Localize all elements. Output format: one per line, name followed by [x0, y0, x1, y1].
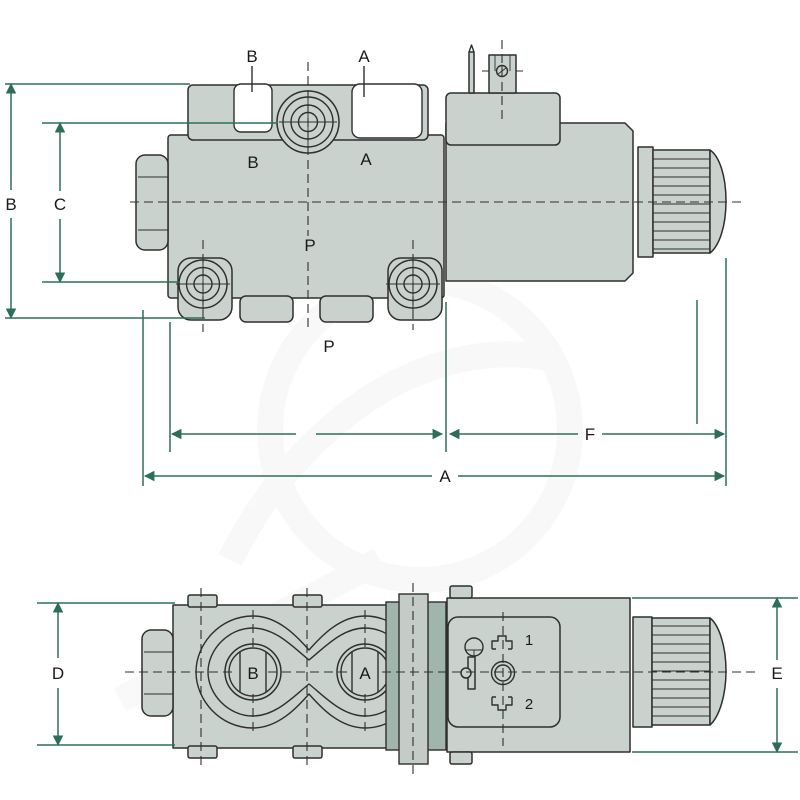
dimensions-top-view: B C F A	[5, 82, 727, 486]
label-terminal-1: 1	[525, 632, 533, 649]
connector-pin	[468, 51, 475, 94]
label-face-a: A	[360, 150, 372, 169]
terminal-2-symbol	[491, 696, 513, 711]
solenoid-plan: 1 2	[446, 585, 727, 765]
bottom-view: 1 2 B A D	[37, 583, 798, 778]
dim-label-F: F	[585, 425, 595, 444]
ribbed-knob-plan	[651, 617, 727, 726]
centerlines-bottom-view	[125, 583, 755, 778]
dim-label-D: D	[52, 664, 64, 683]
label-p-bottom: P	[323, 337, 334, 356]
connector-base	[445, 92, 561, 146]
top-view: B A B A P P B C F A	[5, 40, 742, 486]
mounting-plate	[398, 593, 429, 765]
hex-plug-plan	[141, 629, 174, 717]
dimensions-bottom-view: D E	[37, 596, 798, 754]
label-port-a-plan: A	[359, 664, 371, 683]
dim-label-E: E	[771, 664, 782, 683]
centerlines-top-view	[130, 40, 742, 332]
label-terminal-2: 2	[525, 696, 533, 713]
dim-label-A: A	[439, 467, 451, 486]
connector-face	[447, 616, 561, 728]
body-recess-right	[351, 83, 423, 139]
dim-label-C: C	[54, 195, 66, 214]
body-recess-left	[233, 83, 273, 133]
dim-label-B: B	[5, 195, 16, 214]
label-port-a-leader: A	[358, 47, 370, 66]
label-p-center: P	[304, 236, 315, 255]
body-bottom-tab	[239, 295, 294, 323]
terminal-1-symbol	[491, 635, 513, 650]
solenoid-side	[445, 44, 727, 282]
valve-body-plan	[141, 593, 447, 765]
label-port-b-plan: B	[247, 664, 258, 683]
label-face-b: B	[247, 153, 258, 172]
body-bottom-tab	[319, 295, 374, 323]
label-port-b-leader: B	[246, 47, 257, 66]
